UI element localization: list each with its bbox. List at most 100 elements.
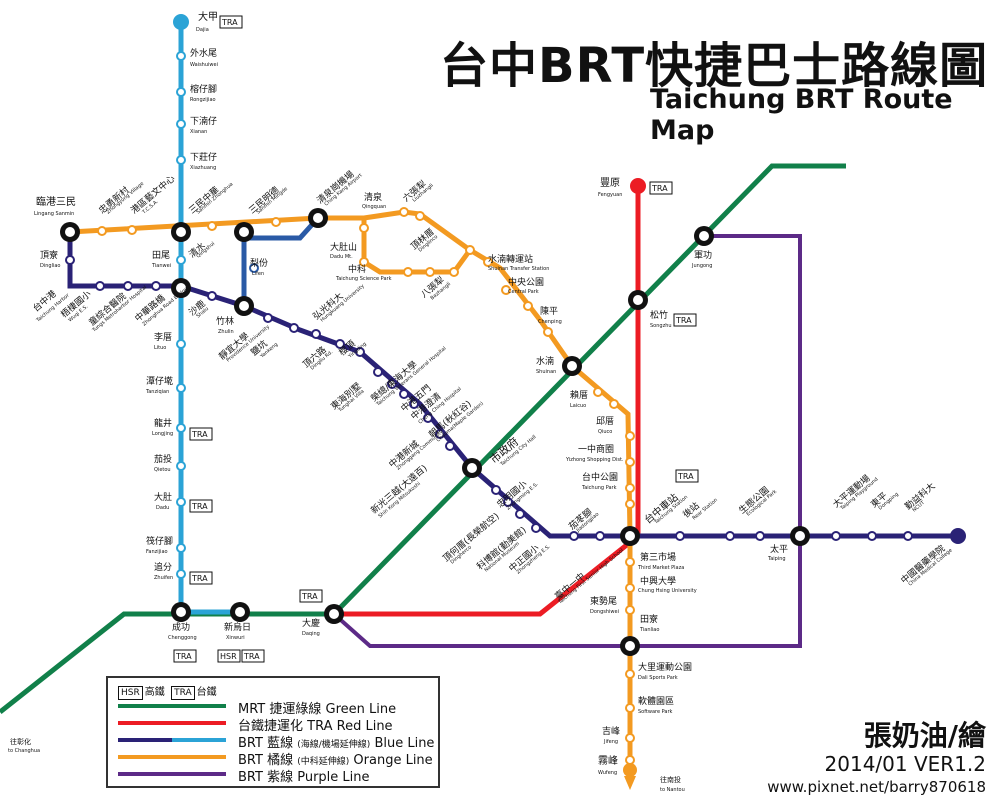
credit-url: www.pixnet.net/barry870618 (767, 778, 986, 796)
station-minor (445, 441, 455, 451)
station-minor (501, 285, 511, 295)
rail-tag-box (217, 649, 241, 663)
station-label: Dadu Mt. (330, 254, 353, 260)
station-label: Qingquan (362, 204, 386, 210)
station-label: 第三市場 (640, 551, 676, 563)
station-minor (123, 281, 133, 291)
station-interchange-core (467, 463, 477, 473)
station-label: Taichung Science Park (335, 276, 392, 282)
station-minor (176, 51, 186, 61)
station-minor (359, 223, 369, 233)
station-label: Lifen (252, 271, 264, 277)
station-minor (675, 531, 685, 541)
station-minor (399, 389, 409, 399)
hsr-box: HSR (118, 686, 143, 700)
station-minor (97, 226, 107, 236)
station-label: 追分 (154, 561, 172, 573)
station-label: Daqing (302, 631, 320, 637)
station-label: Zhuifen (154, 575, 173, 581)
station-interchange-core (567, 361, 577, 371)
station-minor (625, 755, 635, 765)
station-label: Shuinan Transfer Station (488, 266, 549, 272)
legend-row-orange: BRT 橘線 (中科延伸線) Orange Line (118, 749, 438, 768)
station-minor (625, 483, 635, 493)
station-minor (543, 327, 553, 337)
station-interchange-core (625, 531, 635, 541)
rail-tag: TRA (675, 316, 692, 325)
legend-row-blue: BRT 藍線 (海線/機場延伸線) Blue Line (118, 732, 438, 751)
station-minor (569, 531, 579, 541)
rail-tag-box (189, 499, 213, 513)
station-label: 往南投 (660, 775, 681, 784)
station-minor (725, 531, 735, 541)
station-interchange-core (239, 301, 249, 311)
station-minor (435, 429, 445, 439)
station-label: Fengyuan (598, 192, 622, 198)
station-minor (151, 281, 161, 291)
station-label: 松竹 (650, 309, 668, 321)
station-label: Jungong (691, 263, 712, 269)
station-interchange-core (65, 227, 75, 237)
station-label: 中興大學 (640, 575, 676, 587)
station-label: to Nantou (660, 787, 685, 793)
rail-tag: TRA (677, 472, 694, 481)
station-minor (176, 423, 186, 433)
station-minor (271, 217, 281, 227)
rail-tag-box (673, 313, 697, 327)
station-label: 茄投 (154, 453, 172, 465)
station-minor (625, 557, 635, 567)
station-minor (176, 383, 186, 393)
station-minor (625, 733, 635, 743)
station-label: 賴厝 (570, 389, 588, 401)
terminal-ncut (950, 528, 966, 544)
tra-label: 台鐵 (196, 687, 217, 698)
station-minor (176, 339, 186, 349)
station-label: Software Park (638, 709, 673, 715)
terminal-wufeng (623, 763, 637, 777)
station-label: 台中公園 (582, 471, 618, 483)
station-interchange-core (795, 531, 805, 541)
station-interchange-core (239, 227, 249, 237)
rail-tag: TRA (191, 430, 208, 439)
station-label: 榕仔腳 (190, 83, 217, 95)
station-minor (625, 499, 635, 509)
station-label: Zhulin (218, 329, 234, 335)
station-label: 成功 (172, 621, 190, 633)
station-label: 大肚山 (330, 241, 357, 253)
station-minor (515, 509, 525, 519)
station-label: to Changhua (8, 748, 40, 754)
station-minor (355, 347, 365, 357)
station-label: Third Market Plaza (637, 565, 684, 571)
station-minor (503, 497, 513, 507)
station-label: Laicuo (570, 403, 586, 409)
rail-tag: TRA (243, 652, 260, 661)
station-label: Tianwei (151, 263, 171, 269)
station-label: Dongshiwei (590, 609, 619, 615)
rail-tag-box (649, 181, 673, 195)
station-label: 太平 (770, 543, 788, 555)
station-label: 中科 (348, 263, 366, 275)
title-chinese: 台中BRT快捷巴士路線圖 (440, 38, 989, 94)
station-label: Dingliao (40, 263, 60, 269)
station-label: 中央公園 (508, 276, 544, 288)
station-minor (595, 531, 605, 541)
station-minor (387, 379, 397, 389)
arrow-to-nantou-icon (624, 776, 636, 790)
terminal-fengyuan (630, 178, 646, 194)
station-minor (289, 323, 299, 333)
station-label: Qietou (154, 467, 171, 473)
station-label: Xiazhuang (190, 165, 216, 171)
station-label: Qiuco (598, 429, 612, 435)
station-label: 潭仔墘 (146, 375, 173, 387)
station-label: Central Park (508, 289, 539, 295)
station-minor (176, 543, 186, 553)
station-label: Taiping (767, 556, 786, 562)
station-minor (176, 569, 186, 579)
rail-tag-box (299, 589, 323, 603)
station-minor (207, 221, 217, 231)
station-minor (399, 207, 409, 217)
station-label: 大肚 (154, 491, 172, 503)
